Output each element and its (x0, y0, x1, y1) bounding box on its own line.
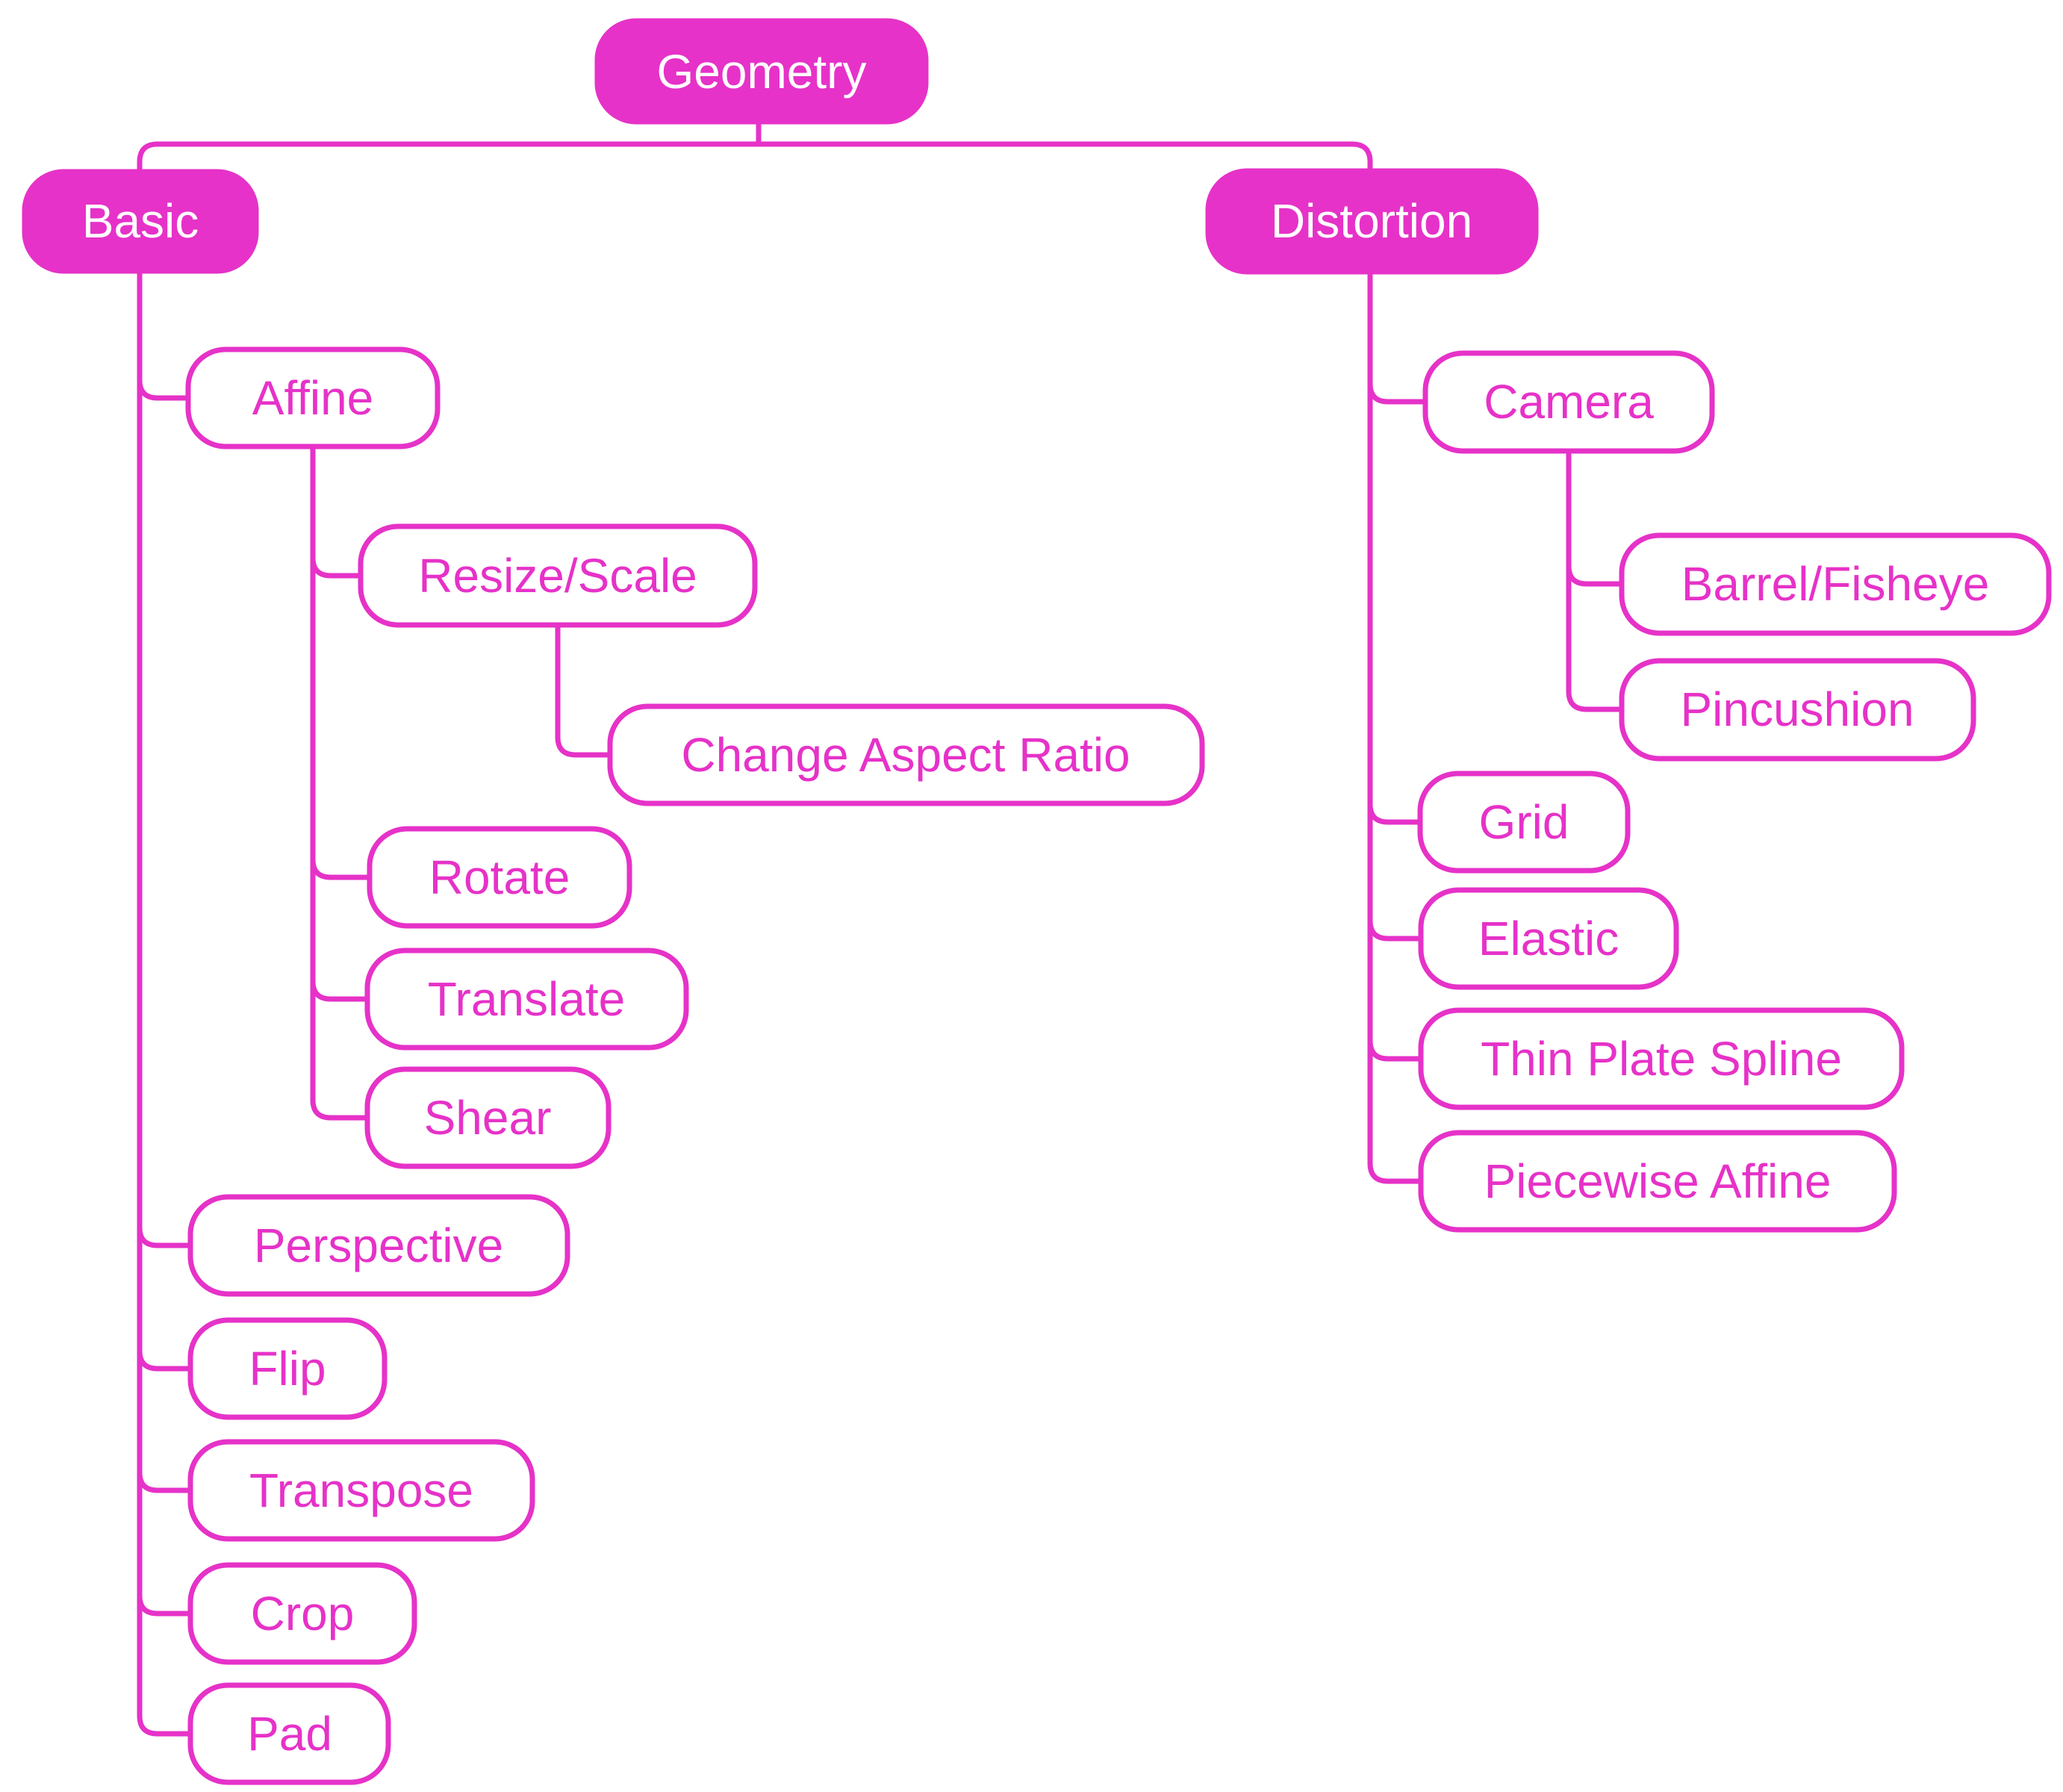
node-elastic: Elastic (1418, 887, 1679, 990)
edge-resize-car (555, 625, 610, 758)
node-rotate-label: Rotate (429, 850, 570, 904)
node-perspective: Perspective (187, 1194, 570, 1297)
node-piecewise-affine-label: Piecewise Affine (1484, 1154, 1832, 1208)
node-elastic-label: Elastic (1478, 912, 1619, 965)
node-translate-label: Translate (428, 972, 625, 1026)
node-geometry-shape (594, 18, 929, 125)
edge-basic-crop (137, 1595, 190, 1617)
node-pad-shape (187, 1682, 391, 1785)
node-affine-shape (185, 346, 441, 449)
node-piecewise-affine: Piecewise Affine (1418, 1130, 1897, 1233)
node-camera: Camera (1422, 350, 1715, 454)
edge-geometry-rail (137, 120, 1373, 172)
node-basic-shape (22, 169, 259, 274)
node-barrel-fisheye: Barrel/Fisheye (1619, 532, 2052, 636)
node-shear: Shear (364, 1066, 612, 1169)
edge-basic-trunk (137, 271, 190, 1737)
node-affine-label: Affine (252, 371, 374, 425)
node-barrel-fisheye-shape (1619, 532, 2052, 636)
node-geometry: Geometry (594, 18, 929, 125)
edge-distortion-trunk (1367, 272, 1421, 1184)
edge-distortion-tps (1367, 1040, 1421, 1062)
node-basic: Basic (22, 169, 259, 274)
node-change-aspect-ratio-shape (607, 703, 1205, 806)
node-thin-plate-spline-label: Thin Plate Spline (1481, 1032, 1842, 1086)
edge-basic-transpose (137, 1472, 190, 1493)
node-translate-shape (364, 948, 689, 1051)
node-resize-scale: Resize/Scale (358, 523, 758, 628)
node-resize-scale-label: Resize/Scale (418, 549, 697, 603)
node-shear-label: Shear (424, 1091, 552, 1145)
node-perspective-shape (187, 1194, 570, 1297)
edge-camera-trunk (1566, 451, 1622, 712)
node-barrel-fisheye-label: Barrel/Fisheye (1681, 557, 1990, 611)
edge-basic-affine (137, 379, 188, 401)
edge-affine-resize (310, 557, 361, 579)
node-crop: Crop (187, 1562, 417, 1665)
node-transpose-shape (187, 1439, 535, 1542)
node-flip: Flip (187, 1317, 388, 1420)
node-elastic-shape (1418, 887, 1679, 990)
edge-basic-flip (137, 1350, 190, 1372)
node-change-aspect-ratio-label: Change Aspect Ratio (681, 728, 1130, 782)
node-piecewise-affine-shape (1418, 1130, 1897, 1233)
edge-distortion-elastic (1367, 920, 1421, 942)
edge-affine-trunk (310, 447, 367, 1121)
edge-affine-translate (310, 980, 367, 1002)
edges (137, 120, 1622, 1737)
node-thin-plate-spline-shape (1418, 1007, 1905, 1110)
edge-camera-barrel (1566, 565, 1622, 587)
node-flip-shape (187, 1317, 388, 1420)
node-grid-shape (1417, 771, 1631, 874)
node-rotate-shape (367, 826, 632, 929)
node-shear-shape (364, 1066, 612, 1169)
node-distortion: Distortion (1205, 168, 1539, 275)
edge-distortion-camera (1367, 383, 1425, 405)
node-transpose-label: Transpose (249, 1463, 473, 1517)
node-crop-shape (187, 1562, 417, 1665)
node-camera-label: Camera (1484, 375, 1654, 429)
node-distortion-shape (1205, 168, 1539, 275)
node-camera-shape (1422, 350, 1715, 454)
node-affine: Affine (185, 346, 441, 449)
edge-affine-rotate (310, 859, 370, 880)
node-basic-label: Basic (82, 194, 199, 248)
node-rotate: Rotate (367, 826, 632, 929)
node-thin-plate-spline: Thin Plate Spline (1418, 1007, 1905, 1110)
node-pincushion: Pincushion (1619, 658, 1976, 762)
node-crop-label: Crop (251, 1587, 355, 1640)
node-pad-label: Pad (247, 1707, 332, 1761)
node-pad: Pad (187, 1682, 391, 1785)
node-translate: Translate (364, 948, 689, 1051)
edge-basic-perspective (137, 1227, 190, 1248)
node-geometry-label: Geometry (657, 45, 867, 99)
node-grid-label: Grid (1479, 795, 1569, 849)
node-pincushion-shape (1619, 658, 1976, 762)
node-resize-scale-shape (358, 523, 758, 628)
node-distortion-label: Distortion (1271, 194, 1472, 248)
node-grid: Grid (1417, 771, 1631, 874)
node-pincushion-label: Pincushion (1680, 682, 1914, 736)
edge-distortion-grid (1367, 803, 1420, 825)
node-transpose: Transpose (187, 1439, 535, 1542)
node-flip-label: Flip (249, 1342, 326, 1396)
node-change-aspect-ratio: Change Aspect Ratio (607, 703, 1205, 806)
node-perspective-label: Perspective (254, 1219, 503, 1272)
